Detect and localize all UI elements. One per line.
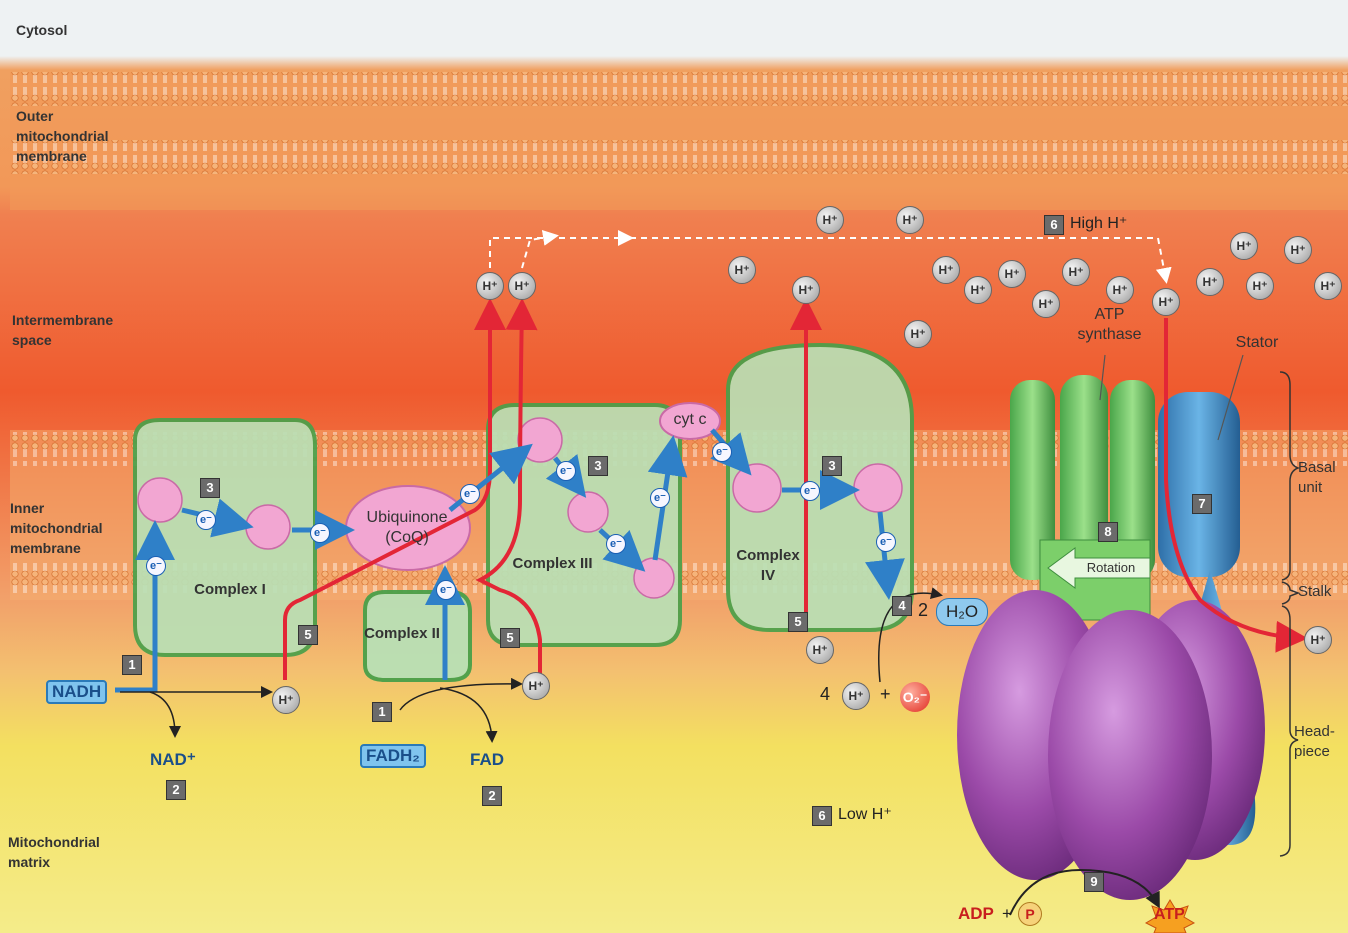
step-3-complex4: 3 — [822, 456, 842, 476]
atp-synthase-label: ATP synthase — [1062, 305, 1157, 345]
basal-unit-label: Basal unit — [1298, 458, 1342, 498]
complex-3-center-a — [518, 418, 562, 462]
fadh2-label: FADH₂ — [360, 744, 426, 768]
nadh-label: NADH — [46, 680, 107, 704]
proton-2: H⁺ — [508, 272, 536, 300]
electron-11: e⁻ — [876, 532, 896, 552]
plus-sign-adp: + — [1002, 904, 1012, 924]
atp-label: ATP — [1154, 906, 1185, 924]
region-intermembrane-space: Intermembrane space — [12, 310, 152, 350]
step-5-complex3: 5 — [500, 628, 520, 648]
electron-6: e⁻ — [556, 461, 576, 481]
proton-5: H⁺ — [728, 256, 756, 284]
proton-10: H⁺ — [998, 260, 1026, 288]
proton-20: H⁺ — [272, 686, 300, 714]
step-5-complex4: 5 — [788, 612, 808, 632]
proton-19: H⁺ — [1314, 272, 1342, 300]
step-3-complex3: 3 — [588, 456, 608, 476]
proton-14: H⁺ — [1152, 288, 1180, 316]
headpiece-lobe-2 — [1048, 610, 1212, 900]
complex-3-center-b — [568, 492, 608, 532]
proton-23: H⁺ — [842, 682, 870, 710]
plus-sign-o2: + — [880, 684, 891, 705]
complex-3-center-c — [634, 558, 674, 598]
outer-membrane-bilayer-b — [10, 140, 1348, 174]
complex-4-label: Complex IV — [728, 546, 808, 586]
step-2-nad: 2 — [166, 780, 186, 800]
electron-3: e⁻ — [310, 523, 330, 543]
region-inner-membrane: Inner mitochondrial membrane — [10, 498, 132, 558]
headpiece-label: Head-piece — [1294, 722, 1340, 762]
proton-9: H⁺ — [964, 276, 992, 304]
complex-3-label: Complex III — [505, 554, 600, 574]
stator-shape — [1158, 392, 1240, 577]
step-3-complex1: 3 — [200, 478, 220, 498]
proton-12: H⁺ — [1062, 258, 1090, 286]
step-8: 8 — [1098, 522, 1118, 542]
rotation-label: Rotation — [1076, 558, 1146, 578]
region-matrix: Mitochondrial matrix — [8, 832, 128, 872]
proton-22: H⁺ — [806, 636, 834, 664]
stalk-label: Stalk — [1298, 582, 1346, 602]
step-6-high: 6 — [1044, 215, 1064, 235]
low-h-label: Low H⁺ — [838, 805, 892, 825]
complex-4-center-b — [854, 464, 902, 512]
electron-8: e⁻ — [650, 488, 670, 508]
proton-coef: 4 — [820, 684, 830, 705]
fad-label: FAD — [470, 750, 504, 770]
proton-4: H⁺ — [896, 206, 924, 234]
oxygen-label: O₂⁻ — [900, 682, 930, 712]
proton-17: H⁺ — [1246, 272, 1274, 300]
step-1-fadh2: 1 — [372, 702, 392, 722]
proton-11: H⁺ — [1032, 290, 1060, 318]
region-cytosol: Cytosol — [16, 20, 67, 40]
electron-4: e⁻ — [436, 580, 456, 600]
proton-13: H⁺ — [1106, 276, 1134, 304]
outer-membrane-bilayer-a — [10, 72, 1348, 106]
step-7: 7 — [1192, 494, 1212, 514]
region-outer-membrane: Outer mitochondrial membrane — [16, 106, 146, 166]
adp-label: ADP — [958, 904, 994, 924]
proton-3: H⁺ — [816, 206, 844, 234]
proton-1: H⁺ — [476, 272, 504, 300]
stator-label: Stator — [1222, 333, 1292, 353]
nad-label: NAD⁺ — [150, 750, 196, 770]
step-5-complex1: 5 — [298, 625, 318, 645]
proton-6: H⁺ — [792, 276, 820, 304]
step-6-low: 6 — [812, 806, 832, 826]
phosphate-label: P — [1018, 902, 1042, 926]
electron-9: e⁻ — [712, 442, 732, 462]
electron-2: e⁻ — [196, 510, 216, 530]
cytc-label: cyt c — [662, 410, 718, 430]
proton-24: H⁺ — [1304, 626, 1332, 654]
step-9: 9 — [1084, 872, 1104, 892]
step-1-nadh: 1 — [122, 655, 142, 675]
ubiquinone-label: Ubiquinone (CoQ) — [352, 508, 462, 548]
step-2-fad: 2 — [482, 786, 502, 806]
step-4: 4 — [892, 596, 912, 616]
proton-16: H⁺ — [1230, 232, 1258, 260]
complex-1-label: Complex I — [180, 580, 280, 600]
complex-1-center-b — [246, 505, 290, 549]
complex-1-center-a — [138, 478, 182, 522]
electron-5: e⁻ — [460, 484, 480, 504]
water-label: H₂O — [936, 598, 988, 626]
electron-1: e⁻ — [146, 556, 166, 576]
proton-8: H⁺ — [932, 256, 960, 284]
high-h-label: High H⁺ — [1070, 214, 1127, 234]
electron-10: e⁻ — [800, 481, 820, 501]
proton-7: H⁺ — [904, 320, 932, 348]
proton-15: H⁺ — [1196, 268, 1224, 296]
complex-4-center-a — [733, 464, 781, 512]
electron-7: e⁻ — [606, 534, 626, 554]
proton-21: H⁺ — [522, 672, 550, 700]
proton-18: H⁺ — [1284, 236, 1312, 264]
complex-2-label: Complex II — [362, 624, 442, 644]
water-coef: 2 — [918, 600, 928, 621]
